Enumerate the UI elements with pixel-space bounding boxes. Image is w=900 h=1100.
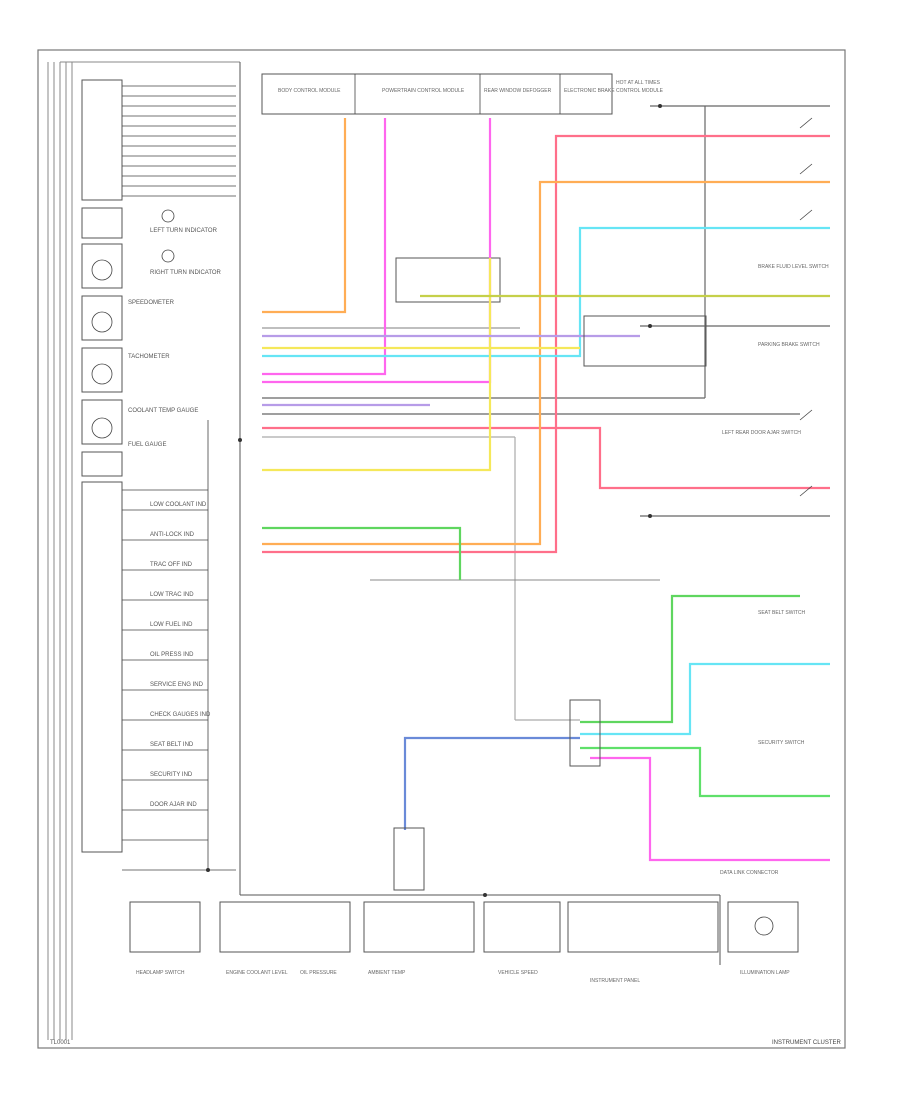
cluster-indicator-rows: LOW COOLANT IND ANTI-LOCK IND TRAC OFF I… (81, 420, 236, 871)
gauge-tachometer: TACHOMETER (81, 347, 170, 393)
relay-box (583, 315, 707, 367)
svg-text:LOW FUEL IND: LOW FUEL IND (150, 622, 193, 628)
diagram-title: INSTRUMENT CLUSTER (772, 1040, 842, 1046)
component-label: BRAKE FLUID LEVEL SWITCH (758, 264, 829, 270)
component-label: INSTRUMENT PANEL (590, 978, 640, 984)
indicator-row: SECURITY IND (122, 772, 208, 781)
component-label: POWERTRAIN CONTROL MODULE (382, 88, 465, 94)
component-label: REAR WINDOW DEFOGGER (484, 88, 552, 94)
left-connector-rows (81, 79, 236, 201)
indicator-row: LOW COOLANT IND (122, 502, 208, 511)
component-label: LEFT REAR DOOR AJAR SWITCH (722, 430, 801, 436)
svg-text:SERVICE ENG IND: SERVICE ENG IND (150, 682, 204, 688)
indicator-row: CHECK GAUGES IND (122, 712, 211, 721)
svg-text:LOW COOLANT IND: LOW COOLANT IND (150, 502, 207, 508)
component-label: ENGINE COOLANT LEVEL (226, 970, 288, 976)
component-label: SECURITY SWITCH (758, 740, 805, 746)
indicator-row: OIL PRESS IND (122, 652, 208, 661)
component-label: BODY CONTROL MODULE (278, 88, 341, 94)
gauge-label: LEFT TURN INDICATOR (150, 228, 218, 234)
svg-text:OIL PRESS IND: OIL PRESS IND (150, 652, 194, 658)
component-label: DATA LINK CONNECTOR (720, 870, 779, 876)
gauge-fuel: FUEL GAUGE (81, 442, 166, 477)
svg-text:ANTI-LOCK IND: ANTI-LOCK IND (150, 532, 195, 538)
colored-wires (262, 118, 830, 862)
indicator-row: ANTI-LOCK IND (122, 532, 208, 541)
svg-text:TRAC OFF IND: TRAC OFF IND (150, 562, 193, 568)
gauge-right-turn: RIGHT TURN INDICATOR (81, 243, 222, 289)
diagram-frame (37, 49, 846, 1049)
component-label: ILLUMINATION LAMP (740, 970, 790, 976)
right-switch-symbols (799, 117, 813, 497)
svg-text:DOOR AJAR IND: DOOR AJAR IND (150, 802, 197, 808)
svg-text:CHECK GAUGES IND: CHECK GAUGES IND (150, 712, 211, 718)
component-label: ELECTRONIC BRAKE CONTROL MODULE (564, 88, 664, 94)
gauge-label: COOLANT TEMP GAUGE (128, 408, 198, 414)
svg-text:LOW TRAC IND: LOW TRAC IND (150, 592, 194, 598)
indicator-row: TRAC OFF IND (122, 562, 208, 571)
bottom-component-row: HEADLAMP SWITCH ENGINE COOLANT LEVEL OIL… (129, 901, 799, 984)
component-label: PARKING BRAKE SWITCH (758, 342, 820, 348)
bottom-center-module (569, 699, 601, 767)
gauge-label: TACHOMETER (128, 354, 170, 360)
footer-code: TL0001 (50, 1040, 71, 1046)
indicator-row: SERVICE ENG IND (122, 682, 208, 691)
indicator-row: LOW TRAC IND (122, 592, 208, 601)
gauge-coolant: COOLANT TEMP GAUGE (81, 399, 198, 445)
component-label: VEHICLE SPEED (498, 970, 538, 976)
component-label: SEAT BELT SWITCH (758, 610, 806, 616)
center-module (395, 257, 501, 303)
component-label: HEADLAMP SWITCH (136, 970, 185, 976)
component-label: AMBIENT TEMP (368, 970, 406, 976)
lower-left-module (393, 827, 425, 891)
right-component-labels: BRAKE FLUID LEVEL SWITCH PARKING BRAKE S… (720, 264, 829, 876)
component-label: HOT AT ALL TIMES (616, 80, 661, 86)
junction-dots (206, 104, 662, 897)
gauge-label: FUEL GAUGE (128, 442, 166, 448)
top-component-block: BODY CONTROL MODULE POWERTRAIN CONTROL M… (261, 73, 664, 115)
component-label: OIL PRESSURE (300, 970, 337, 976)
gauge-speedometer: SPEEDOMETER (81, 295, 175, 341)
svg-text:SEAT BELT IND: SEAT BELT IND (150, 742, 194, 748)
indicator-row: SEAT BELT IND (122, 742, 208, 751)
gauge-label: SPEEDOMETER (128, 300, 175, 306)
harness-gray-lines (262, 105, 830, 721)
indicator-row: LOW FUEL IND (122, 622, 208, 631)
gauge-label: RIGHT TURN INDICATOR (150, 270, 222, 276)
gauge-left-turn: LEFT TURN INDICATOR (81, 207, 218, 239)
svg-text:SECURITY IND: SECURITY IND (150, 772, 193, 778)
instrument-cluster-outline (47, 61, 721, 1040)
indicator-row: DOOR AJAR IND (122, 802, 208, 811)
